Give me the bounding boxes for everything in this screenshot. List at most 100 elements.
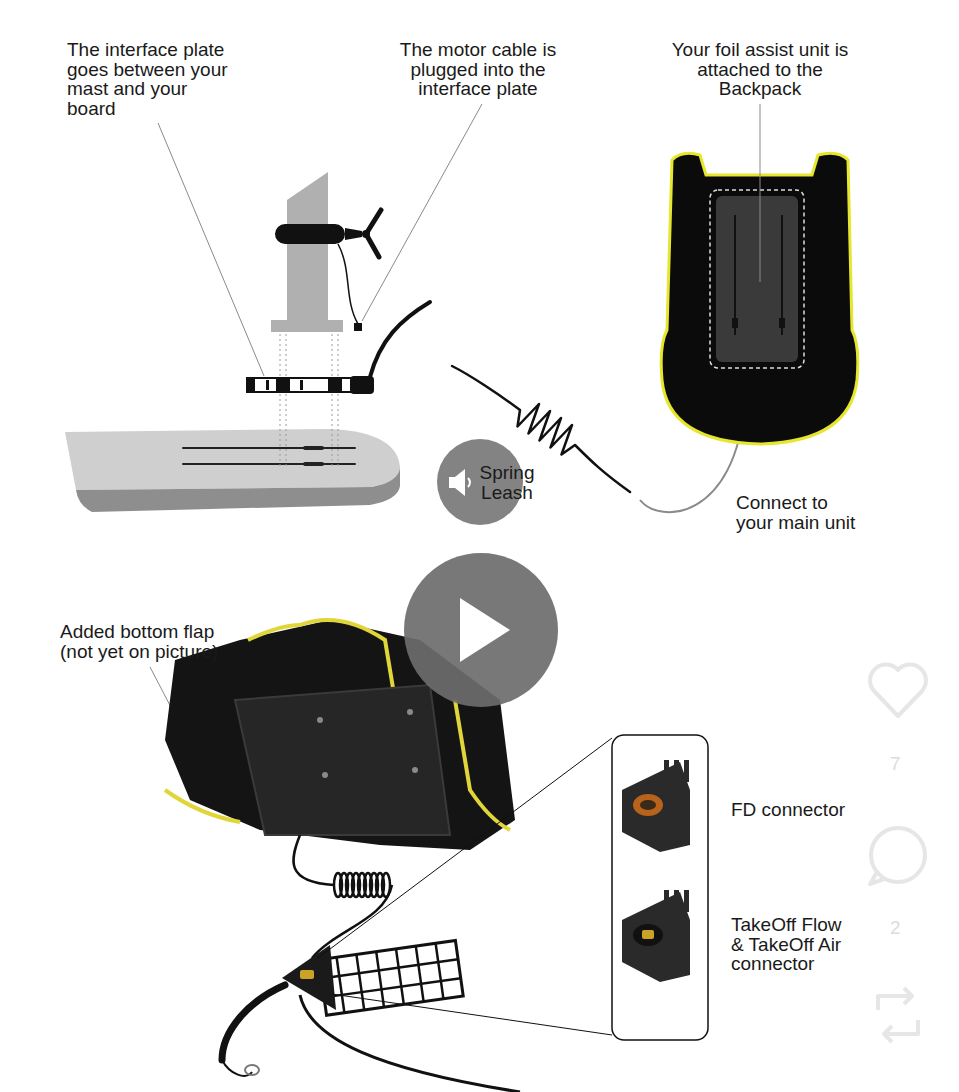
alignment-guide (286, 334, 287, 468)
motor (345, 228, 362, 240)
mast-track (183, 447, 355, 449)
motor (366, 210, 381, 234)
interface-plate (247, 302, 430, 394)
callout-text: The motor cable is plugged into the inte… (392, 40, 564, 99)
connector-inset (640, 800, 656, 810)
connector-inset (664, 760, 669, 782)
interface-plate (276, 378, 290, 392)
like-count: 7 (890, 754, 901, 774)
connector-cage (319, 941, 463, 1016)
inset-pointer (332, 994, 612, 1035)
interface-plate (247, 378, 357, 392)
inset-pointer (318, 738, 612, 1035)
backpack (710, 190, 804, 368)
alignment-guide (280, 334, 281, 468)
photo-cable (293, 835, 334, 885)
mast-track (305, 462, 322, 466)
backpack-photo (322, 772, 328, 778)
alignment-guide (280, 334, 338, 468)
leash-cord (222, 985, 520, 1092)
connector-cage (416, 946, 424, 1001)
comment-count: 2 (890, 918, 901, 938)
callout-text: Your foil assist unit is attached to the… (660, 40, 860, 99)
leader-line (760, 104, 761, 282)
alignment-guide (332, 334, 333, 468)
part-label: Spring Leash (476, 463, 538, 502)
motor (275, 224, 345, 244)
social-icon (870, 665, 926, 716)
backpack-photo (235, 685, 450, 835)
connector-cage (324, 978, 461, 997)
backpack (734, 215, 736, 335)
social-icon (871, 828, 925, 882)
interface-plate (328, 378, 342, 392)
backpack (732, 318, 738, 328)
mast (287, 172, 328, 322)
inset-pointer (318, 738, 612, 958)
backpack-photo (248, 625, 300, 640)
leader-line (158, 123, 264, 376)
alignment-guide (338, 334, 339, 468)
board (65, 429, 400, 512)
mast-track (305, 446, 322, 450)
connector-inset (674, 890, 679, 912)
connector-inset (664, 890, 669, 912)
sound-button (449, 477, 455, 488)
mast-track (183, 448, 355, 464)
callout-text: Added bottom flap (not yet on picture) (60, 622, 228, 661)
connector-inset (612, 735, 708, 1040)
backpack (781, 215, 783, 335)
sound-button (455, 469, 465, 496)
connector-cage (319, 941, 463, 1016)
social-icon (870, 665, 926, 1042)
leader-line (362, 104, 482, 321)
backpack-photo (317, 717, 323, 723)
backpack-photo (407, 709, 413, 715)
leash-cord (245, 1065, 259, 1075)
connector-holder (282, 945, 336, 1010)
backpack-photo (412, 767, 418, 773)
social-icon (878, 988, 912, 1010)
mast (271, 172, 343, 332)
motor (366, 234, 379, 257)
connector-cage (396, 949, 404, 1004)
motor-cable (354, 323, 362, 331)
connector-inset (642, 930, 654, 939)
connector-inset (684, 890, 689, 912)
motor-cable (338, 244, 358, 324)
part-label: TakeOff Flow & TakeOff Air connector (731, 915, 853, 974)
play-button (404, 553, 558, 707)
social-icon (884, 1020, 918, 1042)
board (76, 468, 400, 512)
photo-cable (382, 873, 390, 897)
connector-cage (376, 952, 384, 1007)
leash-cord (300, 995, 520, 1092)
connector-inset (622, 892, 690, 982)
connector-cage (321, 959, 458, 978)
play-button (460, 598, 510, 662)
backpack (716, 196, 798, 362)
interface-plate (370, 302, 430, 377)
connector-inset (622, 762, 690, 852)
motor-cable (338, 244, 362, 331)
connector-cage (356, 954, 364, 1009)
interface-plate (247, 378, 255, 392)
connector-cage (436, 943, 444, 998)
interface-plate (300, 380, 303, 390)
mast-track (183, 463, 355, 465)
social-icon (870, 872, 884, 884)
backpack (779, 318, 785, 328)
connector-inset (633, 924, 663, 946)
connector-holder (282, 945, 336, 1010)
interface-plate (266, 380, 269, 390)
connector-inset (633, 794, 663, 816)
leash-cord (222, 985, 285, 1060)
backpack-photo (165, 790, 240, 822)
connector-holder (300, 970, 314, 979)
callout-text: The interface plate goes between your ma… (67, 40, 232, 118)
sound-button (468, 478, 470, 487)
connector-inset (674, 760, 679, 782)
connector-inset (684, 760, 689, 782)
backpack-photo (455, 700, 510, 830)
